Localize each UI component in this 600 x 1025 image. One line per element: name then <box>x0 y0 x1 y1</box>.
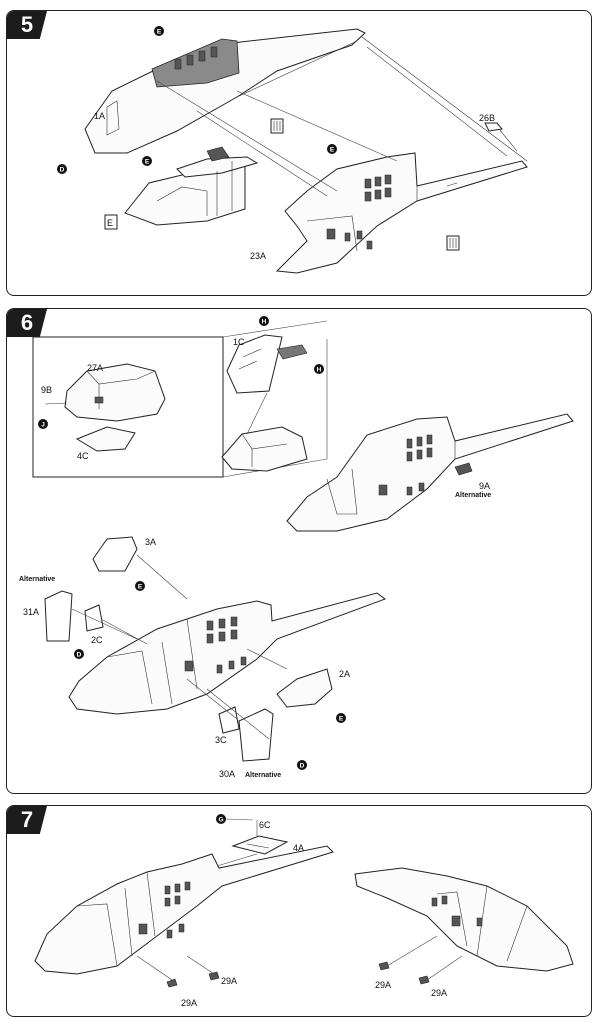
part-9a <box>454 462 473 476</box>
boxed-label-e <box>104 214 118 230</box>
door-3a <box>92 536 138 572</box>
part-label-29a: 29A <box>221 976 237 986</box>
marker-d-text: D <box>60 167 65 174</box>
part-label-4a: 4A <box>293 843 304 853</box>
fuselage-windows <box>378 434 433 496</box>
part-label-23a: 23A <box>250 251 266 261</box>
marker-d <box>57 164 67 174</box>
part-label-2c: 2C <box>91 635 103 645</box>
helicopter-assembly-main <box>68 592 387 715</box>
glue-brush-icon <box>270 118 284 134</box>
alternative-label: Alternative <box>245 772 281 779</box>
fuselage-windows <box>431 895 483 927</box>
fuselage-windows <box>138 881 191 939</box>
marker-h-text: H <box>262 319 267 326</box>
part-label-29a: 29A <box>375 980 391 990</box>
part-label-3c: 3C <box>215 735 227 745</box>
step-6-number: 6 <box>7 309 47 337</box>
marker-j <box>38 419 48 429</box>
part-label-26b: 26B <box>479 113 495 123</box>
part-label-9a: 9A <box>479 481 490 491</box>
marker-e <box>135 581 145 591</box>
step-5-diagram: E E E E D 1A 26B 23A <box>57 26 528 274</box>
marker-h <box>314 364 324 374</box>
part-label-29a: 29A <box>181 998 197 1008</box>
marker-h-text: H <box>317 367 322 374</box>
step-5-panel: 5 <box>6 10 592 296</box>
part-label-27a: 27A <box>87 363 103 373</box>
part-label-3a: 3A <box>145 537 156 547</box>
alternative-label: Alternative <box>455 492 491 499</box>
marker-e-text: E <box>157 29 162 36</box>
part-label-9b: 9B <box>41 385 52 395</box>
part-label-29a: 29A <box>431 988 447 998</box>
cover-4a <box>231 835 289 855</box>
marker-d-text: D <box>300 763 305 770</box>
part-label-4c: 4C <box>77 451 89 461</box>
marker-g-text: G <box>218 817 223 824</box>
step-7-number: 7 <box>7 806 47 834</box>
part-label-30a: 30A <box>219 769 235 779</box>
window-2c <box>84 604 104 632</box>
part-label-6c: 6C <box>259 820 271 830</box>
marker-e-text: E <box>145 159 150 166</box>
part-4c <box>75 426 136 452</box>
door-30a <box>238 708 274 762</box>
marker-e-text: E <box>138 584 143 591</box>
marker-e <box>336 713 346 723</box>
step-7-diagram: G 6C 4A 29A 29A 29A 29A <box>34 814 574 1008</box>
detail-inset <box>32 336 224 478</box>
step-7-panel: 7 G 6C 4A 29A 2 <box>6 805 592 1017</box>
step-6-panel: 6 <box>6 308 592 794</box>
boxed-label-e-text: E <box>107 218 113 228</box>
marker-e <box>142 156 152 166</box>
marker-j-text: J <box>41 422 45 429</box>
window-3c <box>218 706 240 734</box>
canopy-1c <box>226 334 283 394</box>
marker-g <box>216 814 226 824</box>
step-6-diagram: H H J E D E D 1C 27A 9B 4C 9A 3A 31A 2C … <box>19 316 574 779</box>
helicopter-left-view <box>34 845 334 975</box>
glue-brush-icon <box>446 235 460 251</box>
part-label-2a: 2A <box>339 669 350 679</box>
marker-e <box>327 144 337 154</box>
door-31a <box>44 590 73 642</box>
part-2a <box>276 668 333 708</box>
part-29a <box>378 961 390 971</box>
helicopter-right-view <box>354 867 574 972</box>
marker-e-text: E <box>339 716 344 723</box>
canopy-tint-h <box>276 344 308 360</box>
panel-windows <box>174 46 218 70</box>
fuselage-half-right <box>275 152 528 274</box>
fuselage-windows <box>184 616 247 674</box>
part-label-1a: 1A <box>94 111 105 121</box>
marker-e <box>154 26 164 36</box>
helicopter-assembly-top <box>286 413 574 532</box>
nose-27a <box>64 363 166 422</box>
step-5-number: 5 <box>7 11 47 39</box>
marker-d <box>74 649 84 659</box>
marker-e-text: E <box>330 147 335 154</box>
fuselage-windows <box>326 174 392 250</box>
part-29a <box>418 975 430 985</box>
part-29a <box>208 971 220 981</box>
alternative-label: Alternative <box>19 576 55 583</box>
marker-d-text: D <box>77 652 82 659</box>
part-label-1c: 1C <box>233 337 245 347</box>
screw-26b <box>484 122 503 132</box>
part-label-31a: 31A <box>23 607 39 617</box>
marker-h <box>259 316 269 326</box>
marker-d <box>297 760 307 770</box>
